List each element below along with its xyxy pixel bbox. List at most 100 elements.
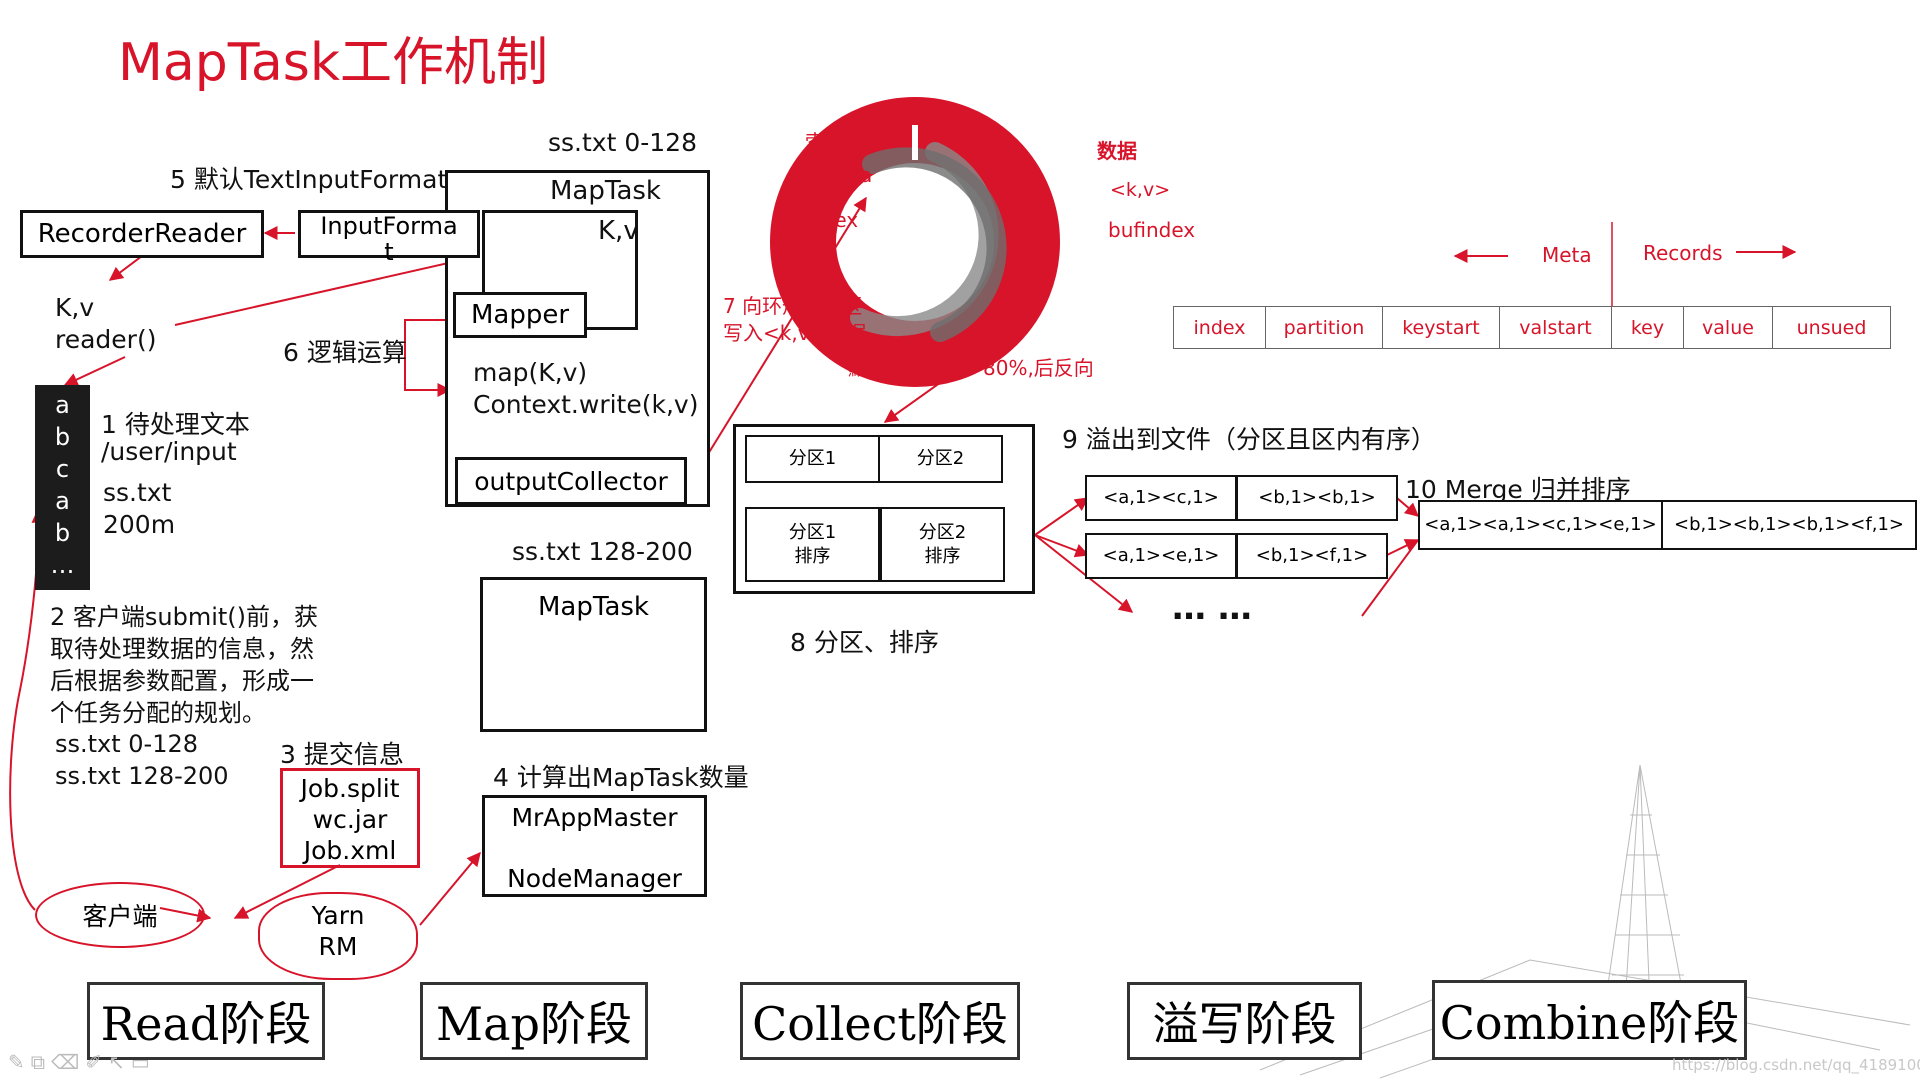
inputformat-box: InputForma t — [298, 210, 480, 265]
mapper-box: Mapper — [453, 292, 587, 338]
sorted-partition-tag: 排序 — [794, 545, 831, 567]
submit-line-3: 后根据参数配置，形成一 — [50, 667, 314, 695]
ring-kvmeta-label: kvmeta — [797, 163, 873, 187]
input-text-stack: a b c a b … — [35, 385, 90, 590]
phase-combine: Combine阶段 — [1432, 980, 1747, 1060]
ring-default-size: 默认100M — [848, 356, 944, 380]
map-function-label: map(K,v) — [473, 358, 588, 387]
client-label: 客户端 — [82, 902, 158, 931]
stack-letter: b — [54, 423, 71, 451]
spill-cell: <b,1><f,1> — [1236, 533, 1388, 579]
compute-maptask-label: 4 计算出MapTask数量 — [493, 763, 749, 792]
merged-cell: <a,1><a,1><c,1><e,1> — [1418, 500, 1663, 550]
job-files-box: Job.split wc.jar Job.xml — [280, 768, 420, 868]
nodemanager-label: NodeManager — [507, 864, 682, 893]
spill-label: 9 溢出到文件（分区且区内有序） — [1062, 425, 1436, 454]
output-collector-label: outputCollector — [474, 466, 668, 496]
client-node: 客户端 — [35, 882, 205, 948]
phase-map: Map阶段 — [420, 982, 648, 1060]
yarn-label: Yarn — [311, 901, 365, 930]
output-collector-box: outputCollector — [455, 457, 687, 505]
watermark: https://blog.csdn.net/qq_41891003 — [1672, 1056, 1920, 1074]
phase-collect: Collect阶段 — [740, 982, 1020, 1060]
rm-label: RM — [318, 932, 358, 961]
yarn-rm-cloud: Yarn RM — [258, 892, 418, 980]
meta-cell: keystart — [1382, 306, 1500, 349]
stack-letter: a — [55, 487, 70, 515]
pending-file: ss.txt — [103, 478, 172, 507]
inputformat-label-2: t — [384, 238, 394, 266]
maptask-box-2: MapTask — [480, 577, 707, 732]
kv-inner-label: K,v — [598, 216, 639, 246]
stack-letter: a — [55, 391, 70, 419]
meta-cell: value — [1683, 306, 1773, 349]
appmaster-box: MrAppMaster NodeManager — [482, 795, 707, 897]
recorder-reader-box: RecorderReader — [20, 210, 264, 258]
meta-record-row: index partition keystart valstart key va… — [1173, 306, 1901, 349]
pen-icon[interactable]: ✎ — [8, 1050, 31, 1074]
ring-bufindex-label: bufindex — [1108, 218, 1196, 242]
sorted-partition-cell: 分区1 排序 — [745, 507, 880, 582]
recorder-reader-label: RecorderReader — [37, 219, 247, 249]
meta-cell: index — [1173, 306, 1266, 349]
meta-cell: partition — [1265, 306, 1383, 349]
stack-letter: b — [54, 519, 71, 547]
pending-path: /user/input — [101, 437, 237, 466]
ring-threshold: 80%,后反向 — [983, 356, 1094, 380]
pointer-icon[interactable]: ↖ — [108, 1050, 131, 1074]
ring-write-label-1: 7 向环形缓冲区 — [723, 294, 863, 318]
phase-map-label: Map阶段 — [436, 997, 632, 1051]
mapper-label: Mapper — [470, 300, 570, 330]
meta-cell: valstart — [1499, 306, 1612, 349]
textinputformat-label: 5 默认TextInputFormat — [170, 165, 448, 194]
ring-kv-label: <k,v> — [1110, 179, 1171, 201]
mrappmaster-label: MrAppMaster — [511, 803, 678, 832]
ring-buffer — [770, 97, 1060, 387]
sorted-partition-cell: 分区2 排序 — [880, 507, 1005, 582]
ring-data-label: 数据 — [1097, 139, 1137, 163]
spill-more-dots: … … — [1172, 588, 1252, 628]
meta-cell: key — [1611, 306, 1684, 349]
slide-toolbar: ✎⧉⌫✐↖▭ — [8, 1050, 156, 1074]
submit-info-label: 3 提交信息 — [280, 740, 404, 769]
meta-cell: unsued — [1772, 306, 1891, 349]
phase-read: Read阶段 — [87, 982, 325, 1060]
reader-label: reader() — [55, 325, 157, 354]
records-header: Records — [1643, 241, 1723, 265]
eraser-icon[interactable]: ⌫ — [51, 1050, 86, 1074]
sorted-partition-name: 分区1 — [788, 521, 837, 543]
partition-cell: 分区1 — [745, 435, 880, 483]
stack-letter: … — [50, 551, 75, 579]
phase-read-label: Read阶段 — [100, 997, 312, 1051]
highlighter-icon[interactable]: ✐ — [85, 1050, 109, 1074]
submit-line-1: 2 客户端submit()前，获 — [50, 603, 319, 631]
stack-letter: c — [55, 455, 70, 483]
phase-collect-label: Collect阶段 — [752, 997, 1008, 1051]
sorted-partition-name: 分区2 — [918, 521, 967, 543]
page-title: MapTask工作机制 — [118, 33, 548, 93]
inputformat-label-1: InputForma — [320, 212, 458, 240]
spill-cell: <b,1><b,1> — [1236, 475, 1398, 521]
maptask-label-1: MapTask — [550, 176, 661, 206]
phase-spill: 溢写阶段 — [1127, 982, 1362, 1060]
merged-cell: <b,1><b,1><b,1><f,1> — [1661, 500, 1917, 550]
maptask-label-2: MapTask — [538, 592, 649, 622]
logic-label: 6 逻辑运算 — [283, 338, 407, 367]
screen-icon[interactable]: ▭ — [130, 1050, 156, 1074]
partition-cell: 分区2 — [878, 435, 1003, 483]
submit-line-4: 个任务分配的规划。 — [50, 699, 266, 727]
ring-index-label: 索引 — [805, 130, 845, 154]
plan-line-2: ss.txt 128-200 — [55, 762, 229, 790]
ring-write-label-2: 写入<k,v>数据 — [723, 321, 867, 345]
sorted-partition-tag: 排序 — [924, 545, 961, 567]
copy-icon[interactable]: ⧉ — [30, 1050, 52, 1074]
job-file: wc.jar — [312, 805, 388, 834]
phase-spill-label: 溢写阶段 — [1152, 997, 1337, 1051]
submit-line-2: 取待处理数据的信息，然 — [50, 635, 314, 663]
meta-header: Meta — [1542, 243, 1592, 267]
ring-kvindex-label: kvindex — [780, 208, 859, 232]
kv-left-label: K,v — [55, 293, 95, 322]
job-file: Job.split — [300, 774, 400, 803]
spill-cell: <a,1><e,1> — [1085, 533, 1237, 579]
